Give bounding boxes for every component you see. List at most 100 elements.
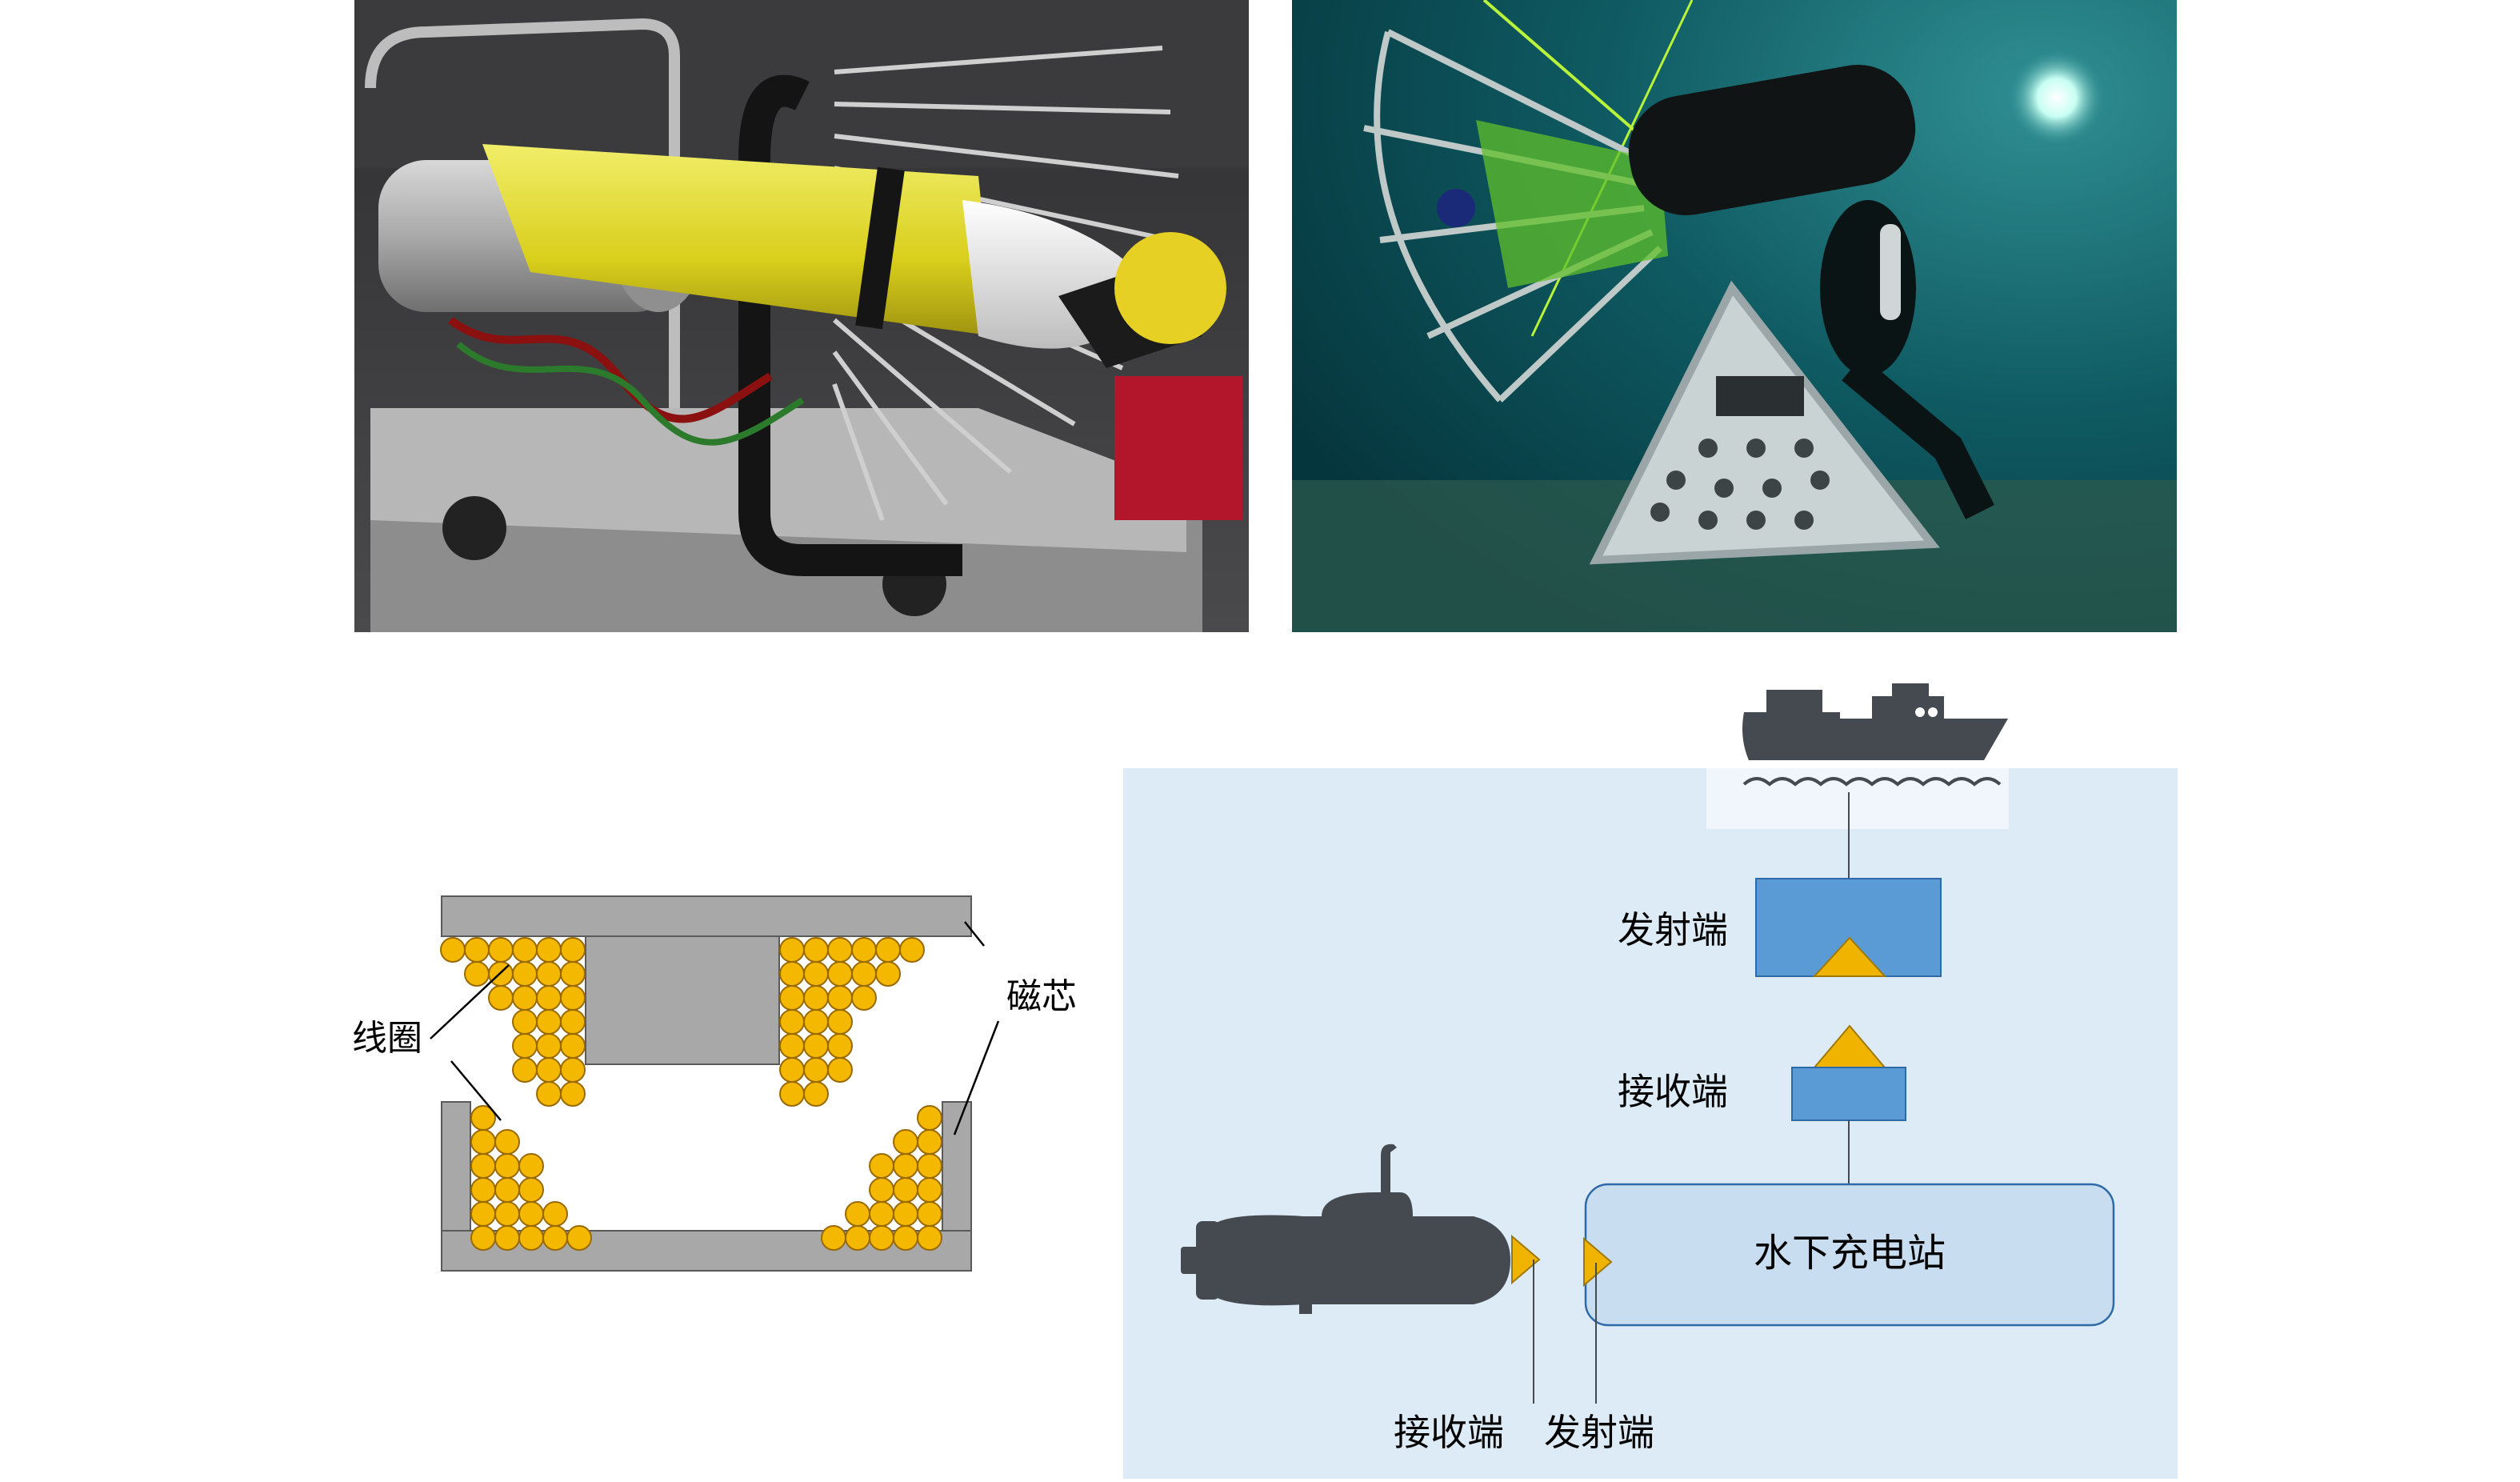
coil-turn xyxy=(779,937,805,963)
coil-turn xyxy=(899,937,925,963)
coil-turn xyxy=(512,1033,538,1059)
coil-turn xyxy=(542,1225,568,1251)
ship-icon xyxy=(1742,683,2008,760)
charging-system-diagram: 发射端 接收端 水下充电站 接收端 发射端 xyxy=(1112,672,2184,1479)
coil-turn xyxy=(893,1201,918,1227)
coil-turn xyxy=(803,1057,829,1083)
water-background xyxy=(1123,768,2178,1479)
coil-turn xyxy=(494,1129,520,1155)
coil-leader-line xyxy=(450,1060,502,1121)
coil-turn xyxy=(803,985,829,1011)
top-core-plate xyxy=(441,895,972,937)
coil-turn xyxy=(917,1153,942,1179)
coil-turn xyxy=(470,1225,496,1251)
photo2-diver xyxy=(1820,200,1916,376)
coil-turn xyxy=(512,1009,538,1035)
photo2-auv-nose-light xyxy=(1437,189,1475,227)
coil-turn xyxy=(560,1009,586,1035)
coil-turn xyxy=(494,1153,520,1179)
coil-turn xyxy=(875,937,901,963)
coil-turn xyxy=(779,961,805,987)
photo1-red-crate xyxy=(1114,376,1242,520)
coil-turn xyxy=(827,985,853,1011)
photo2-tripod-holes xyxy=(1650,439,1830,530)
coil-turn xyxy=(827,937,853,963)
coil-turn xyxy=(803,937,829,963)
top-core-center-pole xyxy=(585,935,780,1065)
photo1-cables xyxy=(456,341,805,446)
bottom-core-left-wall xyxy=(441,1101,471,1232)
coil-turn xyxy=(488,937,514,963)
coil-turn xyxy=(779,1033,805,1059)
wave-icon xyxy=(1742,777,2002,787)
coil-turn xyxy=(560,985,586,1011)
coil-turn xyxy=(845,1225,870,1251)
coil-turn xyxy=(893,1225,918,1251)
coil-turn xyxy=(536,937,562,963)
coil-turn xyxy=(560,961,586,987)
photo1-cables xyxy=(448,316,773,423)
coil-turn xyxy=(536,1081,562,1107)
coil-turn xyxy=(917,1105,942,1131)
coil-turn xyxy=(536,1057,562,1083)
photo1-cart-frame xyxy=(365,18,680,512)
photo2-tripod-panel xyxy=(1716,376,1804,416)
coil-turn xyxy=(536,985,562,1011)
coil-turn xyxy=(512,985,538,1011)
coil-turn xyxy=(518,1153,544,1179)
coil-turn xyxy=(512,937,538,963)
station-transmitter-label: 发射端 xyxy=(1544,1411,1654,1454)
station-transmitter-triangle xyxy=(1583,1236,1613,1288)
photo1-auv-black-band xyxy=(855,166,905,330)
coil-turn xyxy=(494,1225,520,1251)
photo-auv-on-cart xyxy=(354,0,1249,632)
coil-turn xyxy=(917,1177,942,1203)
coil-turn xyxy=(560,1081,586,1107)
coil-turn xyxy=(560,1057,586,1083)
photo1-wheel xyxy=(442,496,506,560)
coil-turn xyxy=(827,1033,853,1059)
coil-windings xyxy=(440,937,942,1251)
photo2-dock-funnel xyxy=(1476,120,1668,288)
coupler-cross-section: 线圈 磁芯 xyxy=(336,872,1136,1304)
coil-turn xyxy=(803,1033,829,1059)
coil-turn xyxy=(869,1201,894,1227)
coil-turn xyxy=(821,1225,846,1251)
top-receiver-block xyxy=(1791,1067,1906,1121)
coil-turn xyxy=(779,1009,805,1035)
coil-turn xyxy=(518,1177,544,1203)
coil-turn xyxy=(779,1081,805,1107)
coil-turn xyxy=(566,1225,592,1251)
core-leader-line xyxy=(953,1020,1000,1136)
coil-turn xyxy=(869,1177,894,1203)
coil-turn xyxy=(875,961,901,987)
coil-turn xyxy=(851,961,877,987)
bottom-core-right-wall xyxy=(942,1101,972,1232)
top-transmitter-label: 发射端 xyxy=(1618,908,1728,951)
photo1-yellow-float xyxy=(1114,232,1226,344)
coil-turn xyxy=(893,1153,918,1179)
coil-turn xyxy=(470,1129,496,1155)
photo2-auv-body xyxy=(1628,64,1916,216)
photo2-diver-legs xyxy=(1842,355,1994,519)
photo-underwater-dock xyxy=(1292,0,2177,632)
charging-station-label: 水下充电站 xyxy=(1754,1231,1946,1276)
coil-turn xyxy=(827,1057,853,1083)
coil-turn xyxy=(851,937,877,963)
coil-turn xyxy=(464,961,490,987)
coil-turn xyxy=(512,961,538,987)
coil-label: 线圈 xyxy=(352,1018,422,1059)
coil-turn xyxy=(893,1129,918,1155)
photo1-cart-deck xyxy=(370,408,1186,552)
coil-turn xyxy=(470,1177,496,1203)
coil-turn xyxy=(488,985,514,1011)
photo2-tripod xyxy=(1589,280,1940,565)
coil-turn xyxy=(536,961,562,987)
coil-turn xyxy=(779,1057,805,1083)
coil-turn xyxy=(827,1009,853,1035)
coil-turn xyxy=(827,961,853,987)
coil-turn xyxy=(470,1201,496,1227)
coil-turn xyxy=(893,1177,918,1203)
coil-turn xyxy=(803,1009,829,1035)
auv-icon xyxy=(1181,1144,1510,1314)
